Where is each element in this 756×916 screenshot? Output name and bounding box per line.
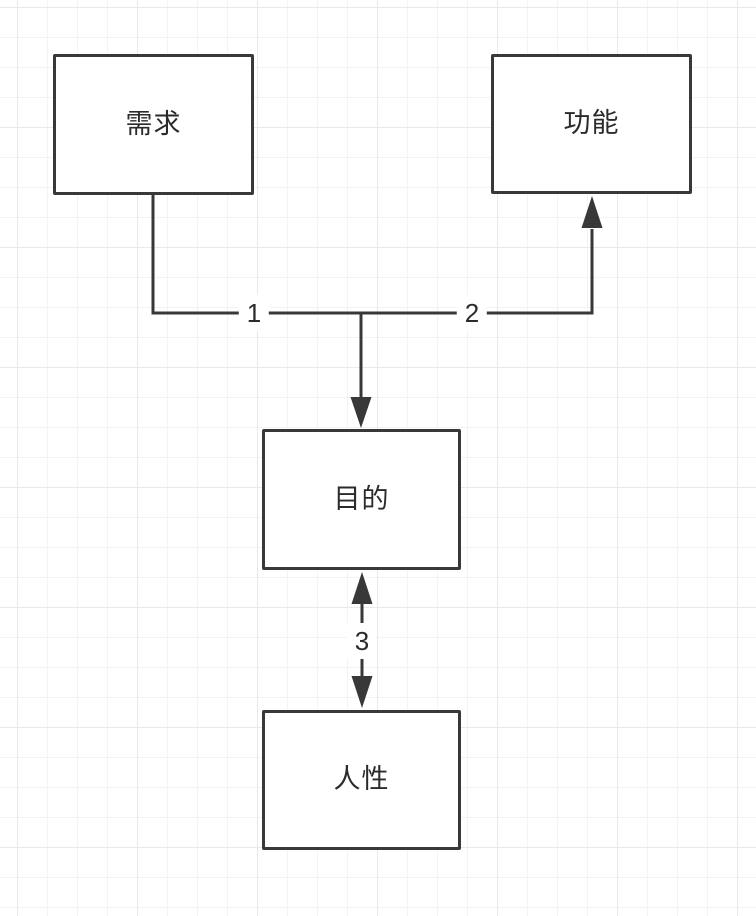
edge-purpose-to-function-line[interactable] bbox=[361, 229, 594, 315]
node-function[interactable]: 功能 bbox=[491, 54, 692, 194]
node-human-nature-label: 人性 bbox=[333, 764, 390, 795]
edge-label-3[interactable]: 3 bbox=[346, 623, 378, 659]
edge-label-2[interactable]: 2 bbox=[456, 295, 488, 331]
node-purpose-label: 目的 bbox=[333, 483, 390, 514]
node-human-nature[interactable]: 人性 bbox=[262, 710, 461, 850]
arrowhead-into-function bbox=[581, 196, 603, 228]
arrowhead-into-purpose-bottom bbox=[351, 572, 373, 604]
edge-label-1[interactable]: 1 bbox=[238, 295, 270, 331]
arrowhead-into-human bbox=[351, 676, 373, 708]
node-purpose[interactable]: 目的 bbox=[262, 429, 461, 570]
arrowhead-into-purpose bbox=[350, 397, 372, 428]
node-demand[interactable]: 需求 bbox=[53, 54, 254, 195]
node-function-label: 功能 bbox=[563, 108, 620, 139]
node-demand-label: 需求 bbox=[125, 108, 182, 139]
